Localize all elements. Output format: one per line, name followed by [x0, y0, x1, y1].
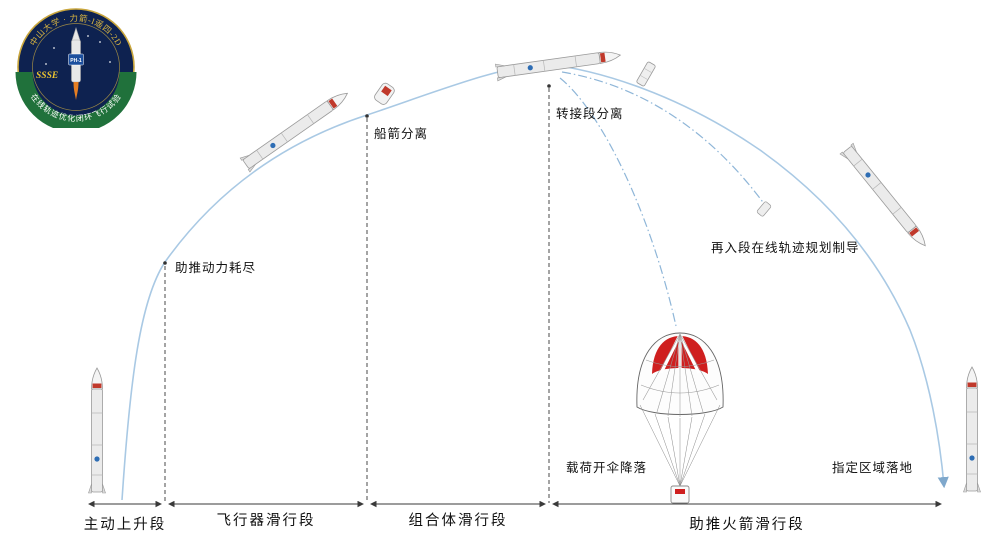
payload-capsule — [372, 81, 397, 107]
rocket-landed — [963, 366, 981, 493]
label-adapter-separation: 转接段分离 — [556, 107, 624, 121]
trajectory-arc — [121, 63, 949, 501]
rocket-ascent — [239, 85, 353, 173]
event-dot-separation — [365, 114, 369, 118]
label-reentry-guidance: 再入段在线轨迹规划制导 — [711, 241, 860, 255]
descent-path-booster — [561, 71, 766, 206]
phase-label-ascent: 主动上升段 — [83, 517, 167, 533]
event-dot-adapter — [547, 84, 551, 88]
phase-label-vehicle-glide: 飞行器滑行段 — [216, 513, 316, 529]
badge-rocket: PH-1 — [68, 27, 84, 100]
badge-ssse-text: SSSE — [36, 71, 58, 81]
label-vehicle-separation: 船箭分离 — [374, 127, 429, 141]
rocket-launch-pad — [88, 367, 106, 494]
badge-rocket-tag: PH-1 — [70, 58, 82, 64]
descent-path-parachute — [559, 77, 677, 327]
rocket-reentry — [839, 142, 933, 252]
payload-box — [670, 485, 690, 504]
phase-label-booster-glide: 助推火箭滑行段 — [689, 517, 805, 533]
badge-stars — [45, 35, 111, 65]
mission-badge: PH-1 中山大学 · 力箭-I遥四-2D SSSE 在线轨迹优化闭环飞行试验 — [15, 8, 137, 128]
label-booster-burnout: 助推动力耗尽 — [175, 261, 257, 275]
label-landing-zone: 指定区域落地 — [832, 461, 914, 475]
adapter-stage — [635, 60, 657, 88]
phase-label-combo-glide: 组合体滑行段 — [408, 513, 508, 529]
parachute-shroud-lines — [639, 404, 721, 487]
parachute — [636, 332, 724, 504]
event-dot-burnout — [163, 261, 167, 265]
label-payload-parachute: 载荷开伞降落 — [566, 461, 648, 475]
debris-piece — [756, 200, 772, 218]
